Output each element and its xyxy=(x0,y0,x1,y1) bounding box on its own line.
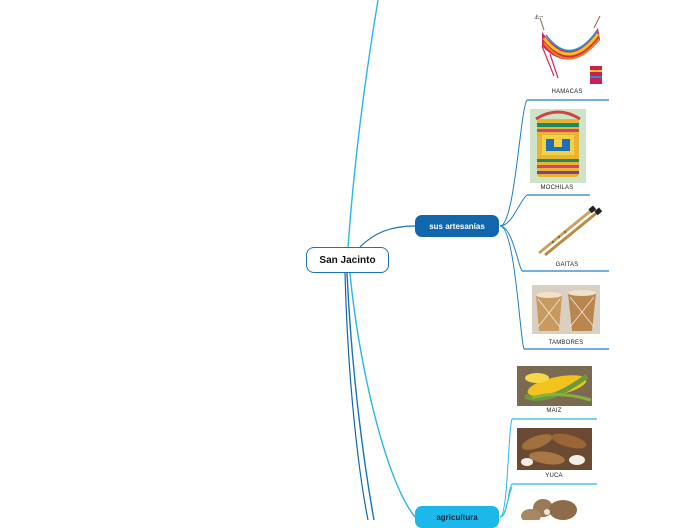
root-node[interactable]: San Jacinto xyxy=(306,247,389,273)
branch-artesanias[interactable]: sus artesanías xyxy=(415,215,499,237)
leaf-label-gaitas: GAITAS xyxy=(555,262,579,268)
connector-agricultura-maiz xyxy=(499,418,513,518)
connector-artesanias-tambores xyxy=(499,225,525,350)
connector-agricultura-yam xyxy=(499,486,513,518)
connector-root-artesanias xyxy=(359,225,416,248)
branch-agricultura-label: agricultura xyxy=(436,512,478,522)
root-label: San Jacinto xyxy=(319,254,376,266)
branch-artesanias-label: sus artesanías xyxy=(429,221,485,231)
woven-bag-image[interactable] xyxy=(530,109,586,183)
leaf-label-hamacas: HAMACAS xyxy=(551,89,583,95)
connector-top-offscreen xyxy=(347,0,379,248)
connector-bottom-offscreen-2 xyxy=(344,272,369,520)
leaf-label-tambores: TAMBORES xyxy=(548,340,584,346)
flutes-image[interactable] xyxy=(533,205,603,257)
connector-artesanias-hamacas xyxy=(499,99,528,227)
hammock-image[interactable]: ⚓─ xyxy=(530,10,606,86)
svg-text:⚓─: ⚓─ xyxy=(534,14,543,21)
corn-image[interactable] xyxy=(517,366,592,406)
leaf-label-maiz: MAIZ xyxy=(546,408,562,414)
branch-agricultura[interactable]: agricultura xyxy=(415,506,499,528)
connector-root-agricultura xyxy=(349,272,416,518)
yam-image[interactable] xyxy=(517,490,592,520)
leaf-label-mochilas: MOCHILAS xyxy=(540,185,574,191)
cassava-image[interactable] xyxy=(517,428,592,470)
connector-bottom-offscreen-1 xyxy=(346,272,375,520)
drums-image[interactable] xyxy=(532,285,600,334)
connector-artesanias-mochilas xyxy=(499,194,528,227)
leaf-label-yuca: YUCA xyxy=(545,473,563,479)
